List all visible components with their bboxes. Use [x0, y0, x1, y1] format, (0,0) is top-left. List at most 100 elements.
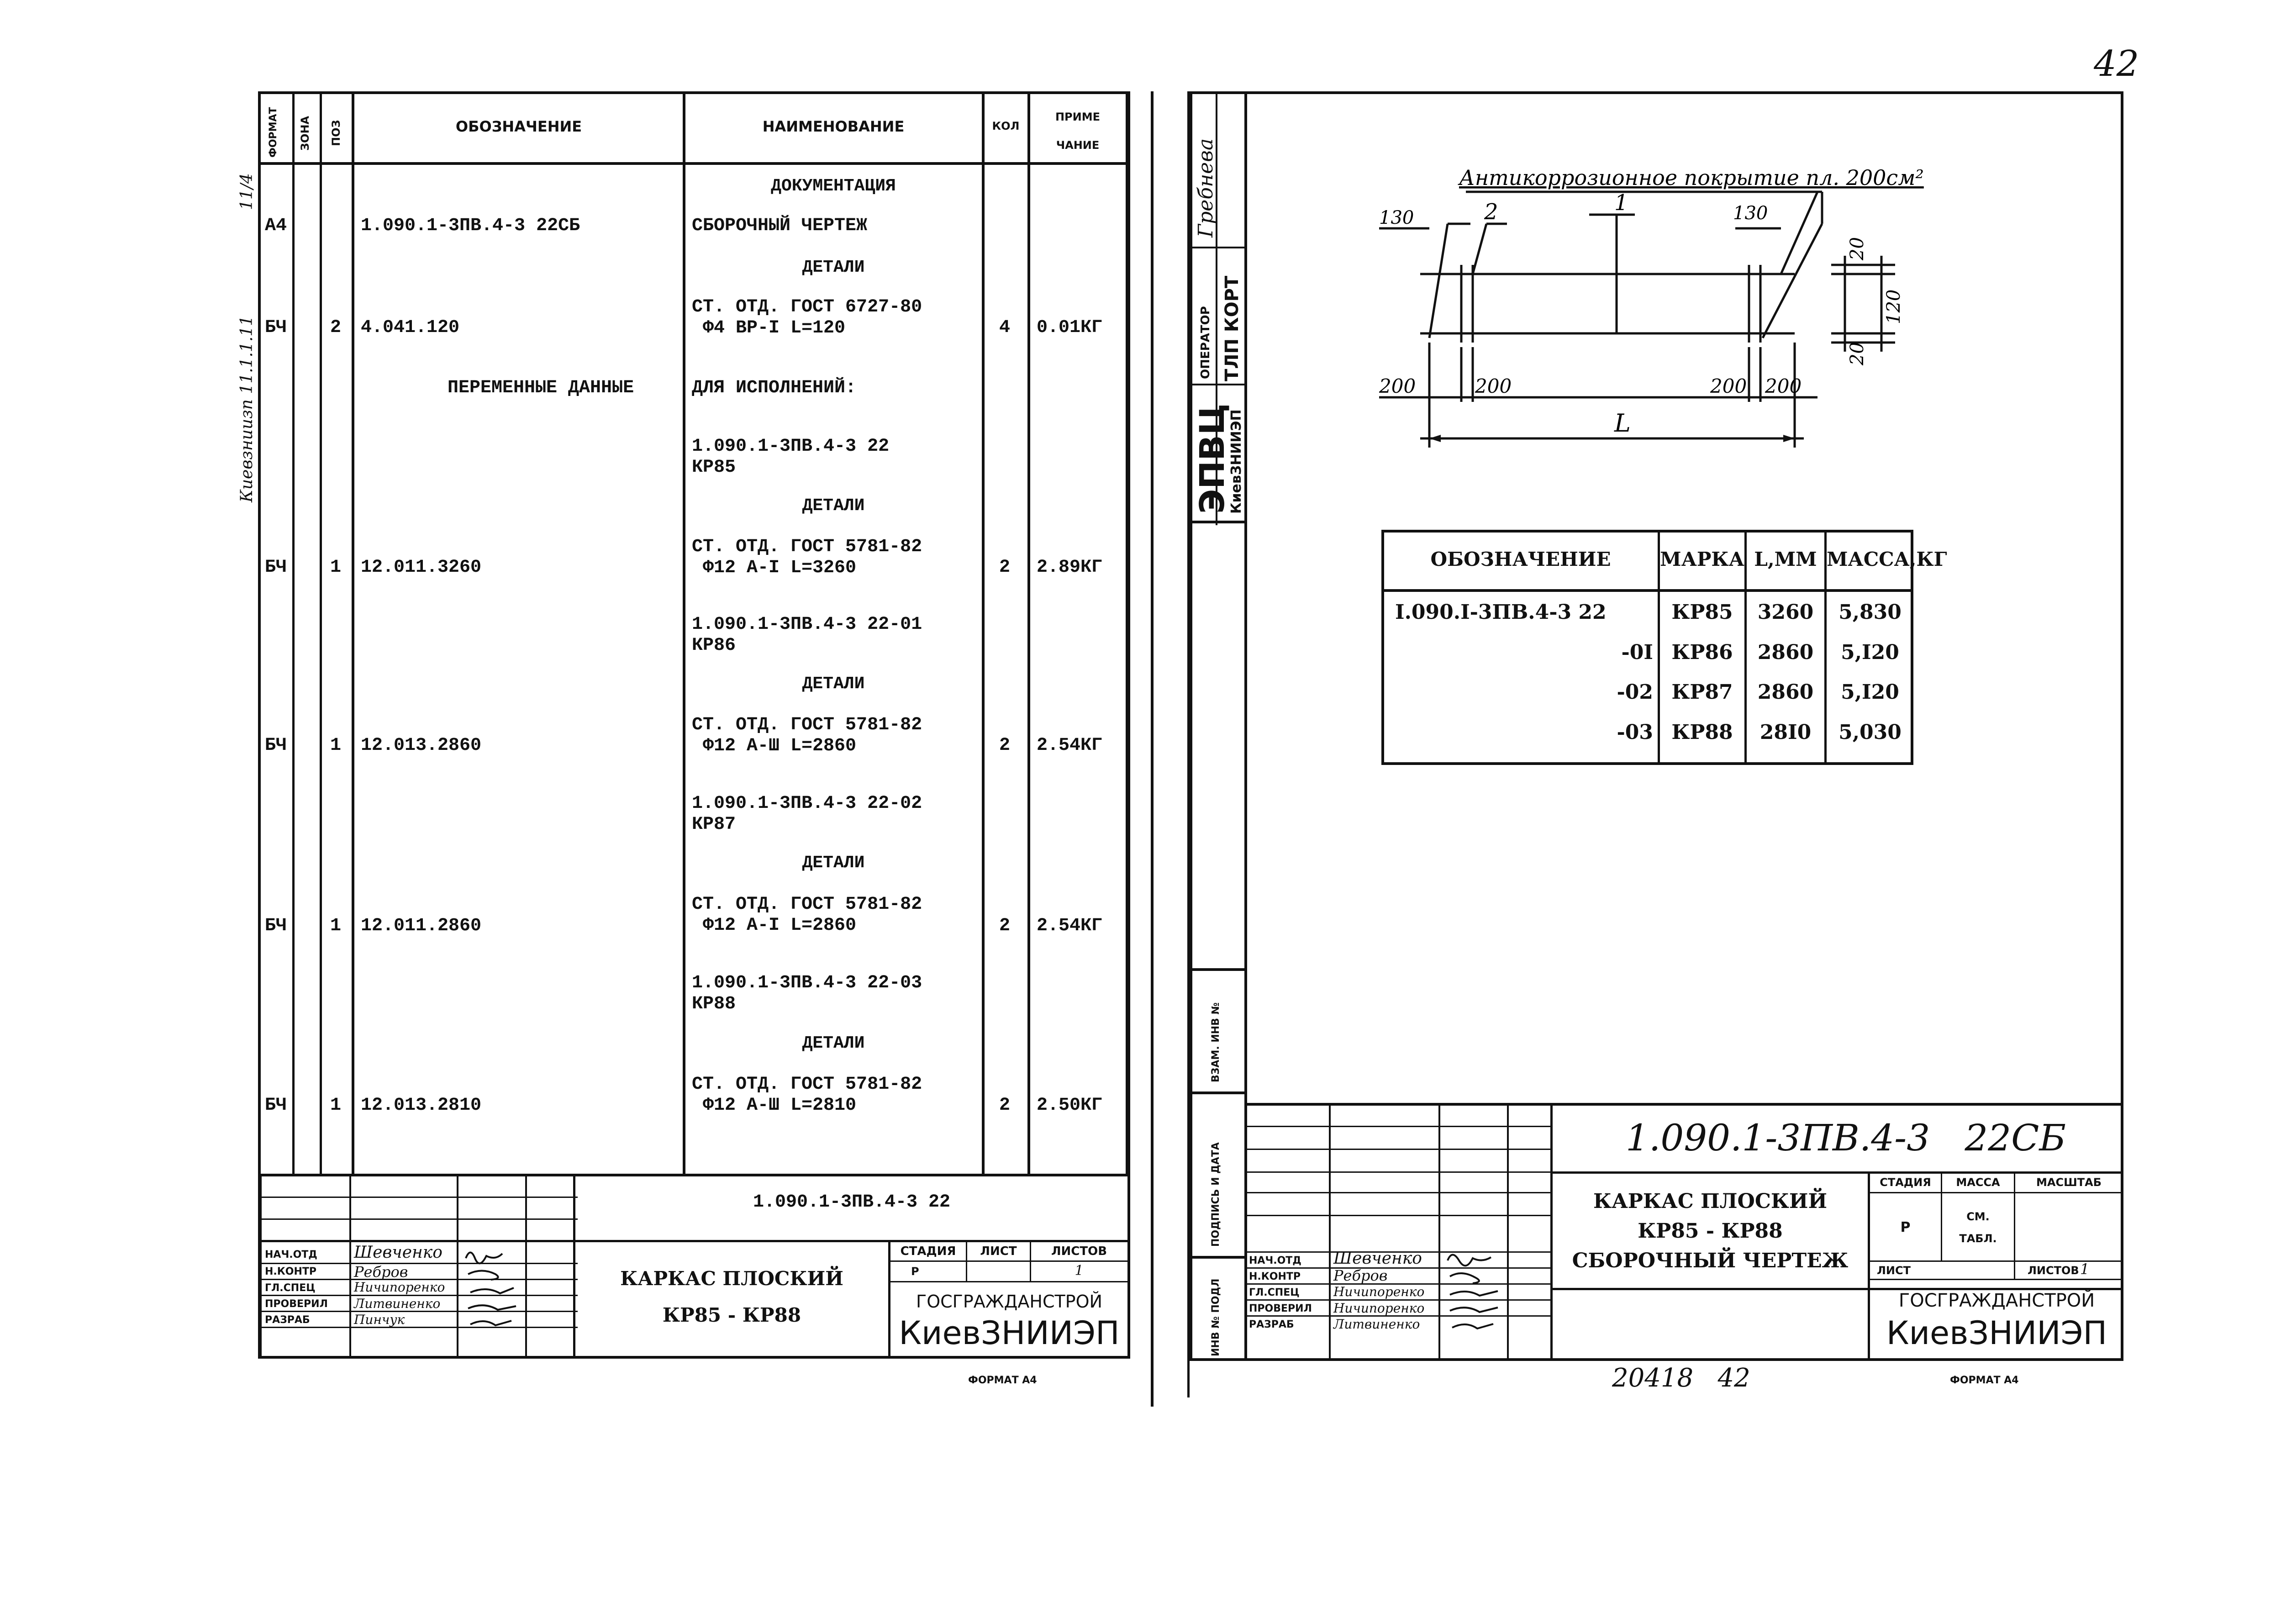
table-cell: 3260 [1757, 601, 1814, 624]
right-name-2: Ничипоренко [1333, 1284, 1425, 1299]
header-note: ПРИМЕ ЧАНИЕ [1055, 111, 1101, 152]
sheet-separator [1187, 91, 1190, 1397]
right-title-line3: СБОРОЧНЫЙ ЧЕРТЕЖ [1572, 1249, 1849, 1272]
spec-row-format: БЧ [265, 916, 287, 936]
spec-row-format: А4 [265, 216, 287, 236]
spec-row-heading: ДОКУМЕНТАЦИЯ [771, 176, 896, 196]
table-header-length: L,ММ [1754, 548, 1817, 570]
pos-label-2: 2 [1484, 199, 1498, 225]
left-doc-code: 1.090.1-3ПВ.4-3 22 [753, 1192, 951, 1213]
spec-row-format: БЧ [265, 1095, 287, 1116]
table-cell: 5,I20 [1841, 680, 1899, 704]
spec-row-heading: ДЕТАЛИ [802, 853, 865, 873]
spec-row-format: БЧ [265, 735, 287, 756]
left-sheets-value: 1 [1075, 1263, 1084, 1279]
left-role-3: ПРОВЕРИЛ [265, 1298, 328, 1310]
spec-row-name: 1.090.1-3ПВ.4-3 22-02 КР87 [692, 793, 922, 835]
side-operator: ОПЕРАТОР [1199, 306, 1212, 379]
right-title-line1: КАРКАС ПЛОСКИЙ [1593, 1190, 1828, 1213]
header-zone: ЗОНА [299, 116, 311, 151]
side-podp: ПОДПИСЬ И ДАТА [1210, 1142, 1222, 1247]
dim-20-bottom: 20 [1847, 342, 1868, 366]
left-role-2: ГЛ.СПЕЦ [265, 1282, 316, 1294]
spec-row-heading: ДЕТАЛИ [802, 258, 865, 277]
right-name-1: Ребров [1333, 1267, 1388, 1284]
left-title-line2: КР85 - КР88 [662, 1304, 801, 1326]
table-cell: 5,030 [1838, 721, 1902, 744]
right-doc-code: 1.090.1-3ПВ.4-3 22СБ [1626, 1117, 2066, 1159]
dim-120: 120 [1883, 290, 1904, 324]
right-org-line1: ГОСГРАЖДАНСТРОЙ [1898, 1290, 2095, 1311]
right-name-4: Литвиненко [1333, 1317, 1420, 1332]
right-signatures [1447, 1254, 1498, 1330]
right-mass-label: МАССА [1956, 1176, 2000, 1189]
spec-row-designation: 12.013.2860 [361, 735, 482, 756]
table-header-designation: ОБОЗНАЧЕНИЕ [1430, 548, 1611, 570]
spec-row-pos: 1 [330, 735, 341, 756]
spec-row-qty: 4 [999, 317, 1010, 338]
right-stage-label: СТАДИЯ [1880, 1176, 1931, 1189]
side-epvc: ЭПВЦ [1193, 403, 1232, 514]
table-cell: КР88 [1671, 721, 1733, 744]
spec-row-pos: 1 [330, 916, 341, 936]
spec-row-designation: 12.011.3260 [361, 557, 482, 578]
right-org-line2: КиевЗНИИЭП [1886, 1314, 2107, 1352]
left-stage-value: Р [911, 1265, 919, 1278]
right-sheets-value: 1 [2080, 1260, 2090, 1278]
spec-row-qty: 2 [999, 1095, 1010, 1116]
right-role-3: ПРОВЕРИЛ [1249, 1303, 1312, 1314]
spec-row-name: ДЛЯ ИСПОЛНЕНИЙ: [692, 378, 857, 398]
header-format: ФОРМАТ [268, 107, 279, 158]
spec-row-heading: ДЕТАЛИ [802, 496, 865, 516]
dim-200-d: 200 [1765, 375, 1802, 397]
right-name-3: Ничипоренко [1333, 1301, 1425, 1316]
dim-200-b: 200 [1475, 375, 1512, 397]
spec-row-note: 2.54КГ [1037, 735, 1103, 756]
spec-row-note: 2.50КГ [1037, 1095, 1103, 1116]
left-sheets-label: ЛИСТОВ [1051, 1244, 1107, 1258]
right-sheet-label: ЛИСТ [1877, 1264, 1911, 1277]
left-name-3: Литвиненко [354, 1296, 441, 1311]
table-cell: -02 [1617, 680, 1654, 704]
spec-row-name: СТ. ОТД. ГОСТ 5781-82 Ф12 А-I L=3260 [692, 537, 922, 578]
spec-row-format: БЧ [265, 317, 287, 338]
right-frame [1190, 91, 2123, 1361]
dim-130-right: 130 [1733, 203, 1768, 224]
spec-row-name: 1.090.1-3ПВ.4-3 22-01 КР86 [692, 614, 922, 656]
table-cell: 2860 [1757, 680, 1814, 704]
table-cell: I.090.I-3ПВ.4-3 22 [1395, 601, 1607, 624]
table-cell: -0I [1621, 641, 1653, 664]
table-cell: -03 [1617, 721, 1654, 744]
spec-row-note: 0.01КГ [1037, 317, 1103, 338]
header-pos: ПОЗ [330, 120, 342, 146]
spec-row-name: 1.090.1-3ПВ.4-3 22-03 КР88 [692, 973, 922, 1014]
spec-row-format: БЧ [265, 557, 287, 578]
spec-row-name: СТ. ОТД. ГОСТ 5781-82 Ф12 А-Ш L=2810 [692, 1074, 922, 1116]
dim-20-top: 20 [1847, 237, 1868, 261]
table-cell: КР87 [1671, 680, 1733, 704]
left-role-1: Н.КОНТР [265, 1266, 316, 1277]
table-cell: 5,830 [1838, 601, 1902, 624]
coating-note: Антикоррозионное покрытие пл. 200см² [1458, 165, 1924, 190]
table-cell: 5,I20 [1841, 641, 1899, 664]
side-dept: ТЛП КОРТ [1222, 275, 1243, 381]
side-kiev: КиевЗНИИЭП [1228, 409, 1244, 514]
left-outer-right [1151, 91, 1154, 1407]
frame-drawing: Антикоррозионное покрытие пл. 200см² 2 1… [1379, 165, 1924, 448]
spec-row-note: 2.89КГ [1037, 557, 1103, 578]
spec-row-name: СТ. ОТД. ГОСТ 6727-80 Ф4 ВР-I L=120 [692, 297, 922, 338]
left-name-2: Ничипоренко [354, 1280, 445, 1295]
dim-200-a: 200 [1379, 375, 1416, 397]
header-qty: КОЛ [992, 120, 1020, 132]
left-stage-label: СТАДИЯ [900, 1244, 956, 1258]
dim-200-c: 200 [1710, 375, 1747, 397]
dim-130-left: 130 [1379, 207, 1414, 228]
header-name: НАИМЕНОВАНИЕ [762, 118, 905, 135]
right-role-1: Н.КОНТР [1249, 1271, 1301, 1282]
left-org-line2: КиевЗНИИЭП [899, 1314, 1120, 1352]
left-role-4: РАЗРАБ [265, 1314, 310, 1326]
spec-row-heading: ДЕТАЛИ [802, 674, 865, 694]
right-name-0: Шевченко [1333, 1249, 1422, 1268]
margin-note: Киевзниизп 11.1.1.11 [237, 315, 256, 502]
page-number-corner: 42 [2094, 43, 2139, 84]
